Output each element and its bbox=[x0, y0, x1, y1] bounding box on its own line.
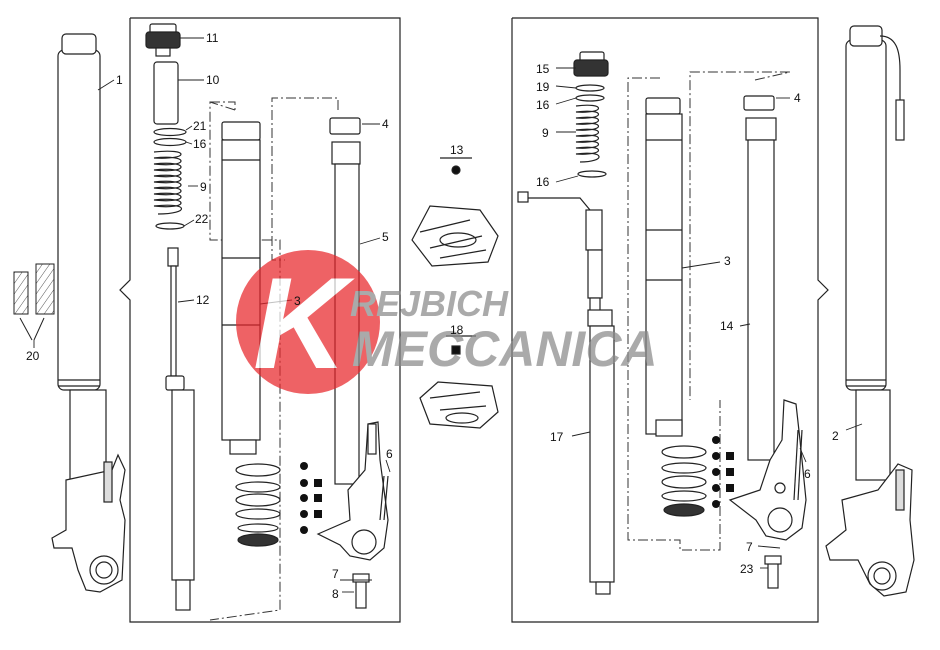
callout-16c: 16 bbox=[536, 175, 550, 189]
callout-3b: 3 bbox=[724, 254, 731, 268]
callout-17: 17 bbox=[550, 430, 564, 444]
callout-11: 11 bbox=[206, 31, 219, 45]
callout-7a: 7 bbox=[332, 567, 339, 581]
callout-21: 21 bbox=[193, 119, 207, 133]
fork-tube-right bbox=[825, 25, 915, 597]
left-cartridge-parts bbox=[145, 23, 195, 611]
right-cartridge-parts bbox=[517, 51, 615, 595]
callout-22: 22 bbox=[195, 212, 209, 226]
callout-15: 15 bbox=[536, 62, 550, 76]
callout-23: 23 bbox=[740, 562, 754, 576]
callout-13: 13 bbox=[450, 143, 464, 157]
callout-7b: 7 bbox=[746, 540, 753, 554]
callout-16a: 16 bbox=[193, 137, 207, 151]
callout-9b: 9 bbox=[542, 126, 549, 140]
inner-tube-right bbox=[645, 97, 707, 517]
callouts: 1 11 10 21 16 9 22 12 3 4 5 6 7 8 20 13 … bbox=[26, 31, 839, 601]
callout-6b: 6 bbox=[804, 467, 811, 481]
callout-8: 8 bbox=[332, 587, 339, 601]
inner-tube-left bbox=[221, 121, 281, 547]
callout-10: 10 bbox=[206, 73, 220, 87]
callout-6a: 6 bbox=[386, 447, 393, 461]
watermark-logo bbox=[236, 250, 380, 394]
callout-5: 5 bbox=[382, 230, 389, 244]
watermark-logo-letter: K bbox=[253, 250, 355, 396]
watermark: K REJBICH MECCANICA bbox=[236, 250, 658, 396]
callout-1: 1 bbox=[116, 73, 123, 87]
reflector-labels bbox=[13, 263, 55, 341]
watermark-line1: REJBICH bbox=[350, 283, 509, 324]
slider-right bbox=[728, 95, 807, 589]
leader-lines bbox=[33, 37, 863, 593]
panel-frames bbox=[119, 17, 829, 623]
callout-12: 12 bbox=[196, 293, 210, 307]
kit-markers bbox=[300, 436, 734, 534]
callout-19: 19 bbox=[536, 80, 550, 94]
repair-kits bbox=[411, 157, 499, 429]
callout-4a: 4 bbox=[382, 117, 389, 131]
callout-18: 18 bbox=[450, 323, 464, 337]
callout-14: 14 bbox=[720, 319, 734, 333]
callout-2: 2 bbox=[832, 429, 839, 443]
watermark-line2: MECCANICA bbox=[352, 321, 658, 377]
callout-3a: 3 bbox=[294, 294, 301, 308]
callout-20: 20 bbox=[26, 349, 40, 363]
callout-16b: 16 bbox=[536, 98, 550, 112]
callout-4b: 4 bbox=[794, 91, 801, 105]
right-panel-frame bbox=[511, 17, 829, 623]
fork-tube-left bbox=[51, 33, 126, 593]
callout-9a: 9 bbox=[200, 180, 207, 194]
left-panel-frame bbox=[119, 17, 401, 623]
